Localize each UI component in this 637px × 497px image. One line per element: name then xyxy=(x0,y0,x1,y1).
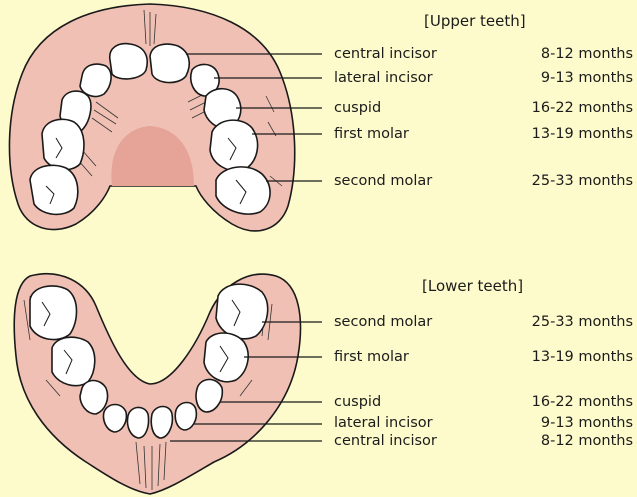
lower-central-incisor-left xyxy=(127,407,148,438)
upper-first-molar-age: 13-19 months xyxy=(532,127,633,142)
upper-teeth-header: [Upper teeth] xyxy=(424,14,526,29)
lower-lateral-incisor-left xyxy=(103,405,126,433)
upper-central-incisor-age: 8-12 months xyxy=(541,47,633,62)
upper-central-incisor-right xyxy=(150,44,189,82)
upper-first-molar-left xyxy=(42,119,84,169)
lower-first-molar-right xyxy=(204,333,248,382)
lower-lateral-incisor-label: lateral incisor xyxy=(334,416,433,431)
lower-central-incisor-age: 8-12 months xyxy=(541,434,633,449)
lower-cuspid-left xyxy=(80,381,108,415)
upper-central-incisor-left xyxy=(110,44,147,79)
upper-lateral-incisor-left xyxy=(80,64,111,96)
lower-first-molar-left xyxy=(52,337,95,385)
lower-jaw xyxy=(14,274,300,494)
lower-second-molar-right xyxy=(216,284,268,339)
upper-central-incisor-label: central incisor xyxy=(334,47,437,62)
upper-second-molar-label: second molar xyxy=(334,174,432,189)
upper-first-molar-label: first molar xyxy=(334,127,409,142)
upper-lateral-incisor-age: 9-13 months xyxy=(541,71,633,86)
upper-lateral-incisor-label: lateral incisor xyxy=(334,71,433,86)
lower-second-molar-age: 25-33 months xyxy=(532,315,633,330)
lower-second-molar-label: second molar xyxy=(334,315,432,330)
lower-teeth-header: [Lower teeth] xyxy=(422,279,523,294)
upper-cuspid-age: 16-22 months xyxy=(532,101,633,116)
lower-first-molar-label: first molar xyxy=(334,350,409,365)
upper-cuspid-label: cuspid xyxy=(334,101,381,116)
lower-central-incisor-label: central incisor xyxy=(334,434,437,449)
lower-cuspid-age: 16-22 months xyxy=(532,395,633,410)
lower-lateral-incisor-age: 9-13 months xyxy=(541,416,633,431)
upper-second-molar-right xyxy=(216,167,270,214)
lower-cuspid-label: cuspid xyxy=(334,395,381,410)
lower-first-molar-age: 13-19 months xyxy=(532,350,633,365)
upper-second-molar-left xyxy=(30,165,78,214)
upper-jaw xyxy=(9,4,294,231)
lower-lateral-incisor-right xyxy=(175,403,196,431)
lower-second-molar-left xyxy=(30,286,77,340)
upper-second-molar-age: 25-33 months xyxy=(532,174,633,189)
